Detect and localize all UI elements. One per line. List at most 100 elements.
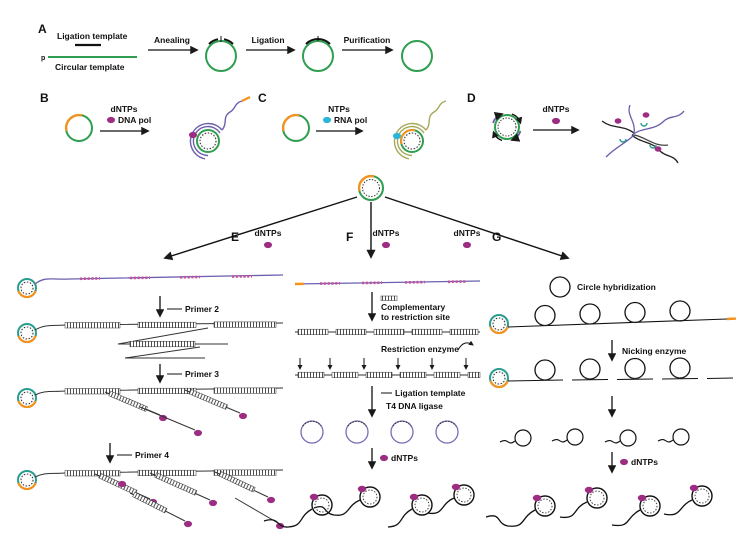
hybridized-circle-1: [534, 304, 556, 327]
panel-d-letter: D: [467, 91, 476, 105]
primer-arrow-4: [492, 130, 503, 142]
dntps-label-e: dNTPs: [255, 228, 282, 238]
dna-pol-dot: [194, 429, 202, 437]
duplex-segment: [213, 387, 277, 394]
duplex-segment: [213, 469, 277, 476]
repeat-marks-f1: [319, 280, 467, 285]
rna-tail: [425, 100, 447, 131]
nicked-circle-4: [669, 357, 691, 379]
dna-pol-dot: [552, 117, 560, 125]
primer-arc: [64, 113, 83, 132]
panel-b-letter: B: [40, 91, 49, 105]
dna-pol-dot: [184, 520, 192, 528]
dntps-label-b: dNTPs: [111, 104, 138, 114]
primed-circle-b: [64, 113, 93, 142]
central-template-circle: [163, 174, 570, 261]
primer-arc: [400, 129, 416, 145]
primer-arc: [357, 174, 375, 192]
annealed-template-arc-right: [223, 38, 234, 45]
duplex-segment: [129, 341, 196, 348]
duplex-segment: [64, 322, 121, 329]
dna-pol-dot: [267, 496, 275, 504]
restriction-site-mark: [380, 295, 398, 301]
dna-pol-dot: [463, 241, 471, 249]
hybridized-circle-4: [669, 300, 691, 322]
teal-loop-3: [649, 144, 657, 149]
panel-b: B dNTPs DNA pol: [40, 91, 251, 160]
polymerase-dot: [642, 112, 650, 118]
product-tail: [263, 508, 313, 528]
duplex-segment: [98, 473, 138, 496]
ligated-circle: [302, 36, 334, 72]
circle-template: [302, 40, 334, 72]
duplex-segment: [137, 321, 197, 328]
product-tail: [313, 499, 361, 516]
rna-pol-dot: [393, 132, 401, 140]
duplex-segment: [188, 388, 228, 410]
product-coil-2: [189, 122, 223, 160]
polymerase-dot: [654, 146, 662, 152]
duplex-segment: [137, 469, 197, 476]
product-tail: [611, 509, 641, 527]
primer-arc: [281, 113, 300, 132]
primer2-label: Primer 2: [185, 304, 219, 314]
nicked-strand-segments: [507, 377, 734, 382]
panel-f-letter: F: [346, 230, 353, 244]
amplified-product-1: [532, 494, 556, 517]
amplified-product-2: [357, 485, 381, 508]
dna-pol-dot: [620, 458, 628, 466]
panel-d: D dNTPs: [467, 91, 685, 164]
strand-4: [605, 134, 635, 158]
ligation-label: Ligation: [251, 35, 284, 45]
dntps-label-f2: dNTPs: [391, 453, 418, 463]
product-tail: [485, 509, 536, 527]
strand-2: [601, 120, 635, 134]
fragment-circle-4: [435, 420, 459, 444]
primer3-label: Primer 3: [185, 369, 219, 379]
template-circle-g3: [488, 367, 510, 389]
nicked-circle-3: [624, 357, 646, 380]
dna-pol-label: DNA pol: [118, 115, 151, 125]
purified-circle: [401, 40, 433, 72]
product-tail: [559, 501, 588, 519]
padlock-circle: [549, 276, 571, 298]
dntps-label-g2: dNTPs: [631, 457, 658, 467]
restriction-enzyme-label: Restriction enzyme: [381, 344, 459, 354]
strand-5: [628, 104, 635, 134]
hybridized-circle-2: [579, 303, 601, 325]
dntps-label-d: dNTPs: [543, 104, 570, 114]
dna-pol-dot: [380, 454, 388, 462]
panel-c: C NTPs RNA pol: [258, 91, 447, 160]
nicked-circle-2: [579, 358, 601, 380]
rca-product-c: [393, 100, 447, 160]
dna-pol-dot: [118, 480, 126, 488]
amplified-product-3: [409, 493, 433, 516]
product-tail: [663, 499, 693, 516]
enzyme-curl-arrow: [457, 340, 474, 351]
duplex-hatch-ring: [497, 117, 517, 137]
teal-loop-2: [619, 138, 627, 143]
dna-pol-dot: [239, 412, 247, 420]
amplified-product-4: [451, 483, 475, 506]
complementary-label-1: Complementary: [381, 302, 446, 312]
branch-arrow-g: [384, 196, 570, 261]
panel-e: Primer 2 Primer 3 Primer 4: [16, 274, 284, 530]
cut-duplex-segments-f3: [297, 371, 481, 378]
panel-g: Circle hybridization Nicking enzyme: [485, 276, 737, 527]
branch-e3-c: [139, 406, 196, 431]
dna-pol-dot: [209, 499, 217, 507]
long-product-strand: [507, 318, 728, 328]
nicked-circle-1: [534, 359, 556, 381]
duplex-hatch-ring: [403, 132, 421, 150]
duplex-segment: [64, 388, 121, 395]
duplex-segment: [64, 470, 121, 477]
phosphate-label: p: [41, 55, 45, 62]
rna-pol-label: RNA pol: [334, 115, 367, 125]
primer-arrow-3: [510, 130, 522, 142]
amplified-product-1: [309, 493, 333, 516]
primer-tip: [241, 96, 251, 102]
dna-pol-dot: [189, 131, 197, 139]
amplified-product-2: [584, 486, 608, 509]
